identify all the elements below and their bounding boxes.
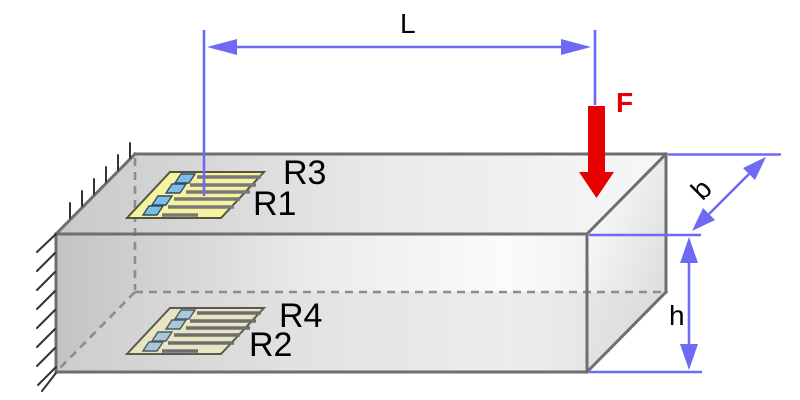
gauge-label-r2: R2 — [249, 326, 292, 364]
length-label: L — [400, 8, 416, 39]
gauge-label-r3: R3 — [283, 154, 326, 192]
gauge-pad-icon — [150, 331, 174, 342]
gauge-pad-icon — [141, 341, 165, 352]
gauge-grid-icon — [162, 197, 240, 217]
gauge-grid-icon — [186, 175, 261, 194]
fixed-support-hatching — [36, 142, 131, 392]
force-label: F — [616, 87, 633, 118]
dimension-length: L — [202, 8, 597, 196]
gauge-pad-icon — [164, 319, 188, 330]
arrowhead-right-icon — [561, 39, 591, 55]
beam-hidden-edges — [56, 158, 663, 372]
gauge-pad-icon — [141, 205, 165, 216]
arrowhead-lower-icon — [692, 208, 715, 231]
beam-right-face — [587, 154, 666, 372]
strain-gauge-top — [124, 171, 267, 219]
arrowhead-up-icon — [680, 237, 698, 263]
force-arrow: F — [579, 87, 633, 198]
gauge-pad-icon — [164, 183, 188, 194]
gauge-labels: R3 R1 R4 R2 — [249, 154, 326, 364]
strain-gauge-bottom — [124, 307, 267, 355]
beam-edges — [53, 151, 669, 375]
force-arrow-icon — [579, 106, 614, 198]
support-ticks-top — [69, 142, 131, 219]
depth-dim-line — [708, 173, 750, 215]
gauge-label-r1: R1 — [253, 185, 296, 223]
arrowhead-down-icon — [680, 344, 698, 370]
dimension-height: h — [589, 237, 702, 374]
height-label: h — [669, 300, 685, 331]
gauge-grid-icon — [162, 333, 240, 353]
arrowhead-left-icon — [207, 39, 237, 55]
beam-outline — [53, 151, 669, 375]
gauge-pad-icon — [150, 195, 174, 206]
beam-top-face — [56, 154, 666, 234]
gauge-pad-icon — [173, 309, 197, 320]
arrowhead-upper-icon — [743, 157, 766, 180]
gauge-grid-icon — [186, 311, 261, 330]
gauge-pad-icon — [173, 173, 197, 184]
depth-label: b — [685, 173, 718, 206]
hidden-edge-bottom-left — [56, 291, 136, 372]
support-slashes-left — [36, 233, 57, 392]
gauge-label-r4: R4 — [279, 297, 322, 335]
